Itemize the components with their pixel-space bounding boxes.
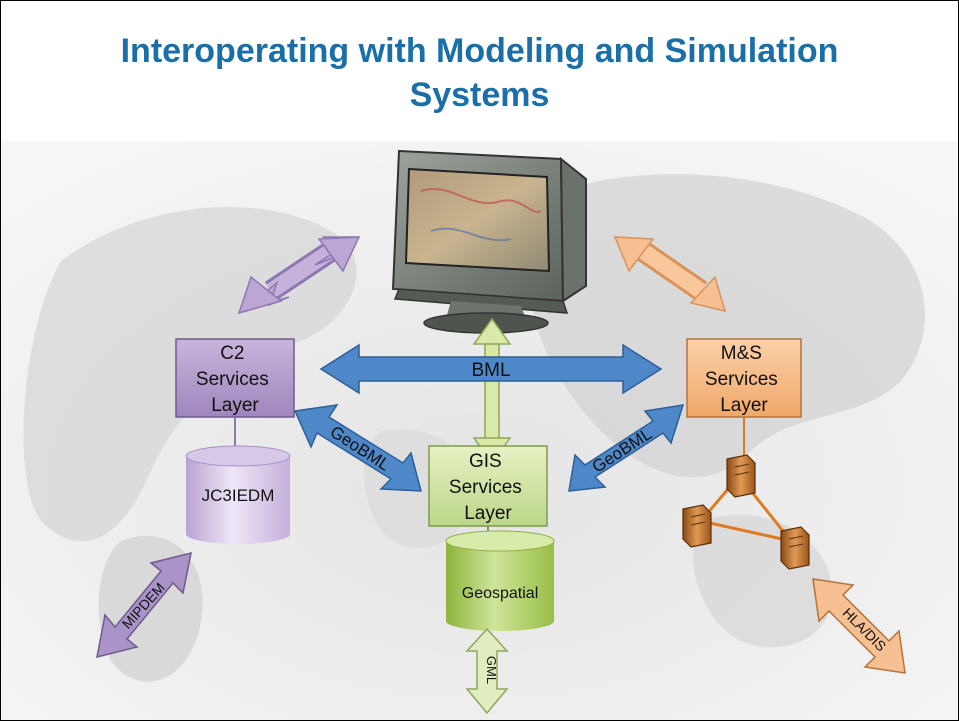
hla-dis-arrow: HLA/DIS <box>812 578 906 674</box>
geobml-left-arrow: GeoBML <box>293 404 422 492</box>
c2-label-line-2: Services <box>196 369 269 390</box>
mipdem-arrow: MIPDEM <box>96 551 192 659</box>
server-icon <box>726 454 756 498</box>
gis-services-layer-box: GIS Services Layer <box>428 445 548 527</box>
gis-label-line-3: Layer <box>464 503 512 524</box>
ms-services-layer-box: M&S Services Layer <box>686 338 802 418</box>
gis-label: GIS Services Layer <box>449 451 527 524</box>
bml-arrow: BML <box>319 343 663 395</box>
c2-label-line-3: Layer <box>211 395 259 416</box>
arrow-monitor-to-gis <box>472 317 512 465</box>
jc3iedm-database-icon: JC3IEDM <box>185 445 291 544</box>
gml-arrow: GML <box>465 627 509 715</box>
gis-label-line-1: GIS <box>469 451 502 472</box>
mipdem-label: MIPDEM <box>119 579 168 631</box>
arrow-c2-to-monitor <box>237 236 361 315</box>
title-line-1: Interoperating with Modeling and Simulat… <box>120 32 839 70</box>
slide-title: Interoperating with Modeling and Simulat… <box>1 29 958 117</box>
jc3iedm-label: JC3IEDM <box>202 486 275 505</box>
gis-label-line-2: Services <box>449 477 522 498</box>
c2-label-line-1: C2 <box>220 343 244 364</box>
ms-label-line-3: Layer <box>720 395 768 416</box>
computer-monitor-icon <box>391 149 587 334</box>
c2-label: C2 Services Layer <box>196 343 274 416</box>
gml-label: GML <box>484 656 499 684</box>
ms-label-line-2: Services <box>705 369 778 390</box>
geobml-left-label: GeoBML <box>327 422 394 474</box>
title-line-2: Systems <box>409 76 550 114</box>
bml-label: BML <box>471 360 510 381</box>
arrow-ms-to-monitor <box>613 236 727 313</box>
c2-services-layer-box: C2 Services Layer <box>175 338 295 418</box>
server-icon <box>682 504 712 548</box>
geobml-right-label: GeoBML <box>589 424 656 476</box>
geobml-right-arrow: GeoBML <box>568 404 685 492</box>
ms-label-line-1: M&S <box>721 343 762 364</box>
geospatial-database-icon: Geospatial <box>445 530 555 631</box>
geospatial-label: Geospatial <box>462 585 539 602</box>
server-icon <box>780 526 810 570</box>
ms-label: M&S Services Layer <box>705 343 783 416</box>
